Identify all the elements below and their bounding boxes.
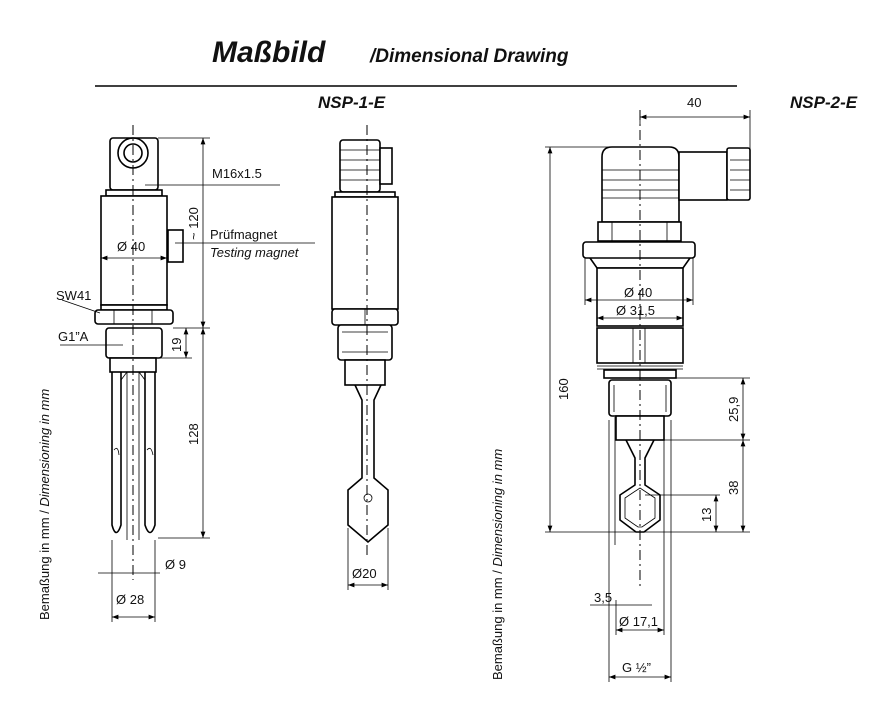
dim-19: 19 [169,338,184,352]
model-label-nsp2: NSP-2-E [790,93,858,112]
dim-38: 38 [726,481,741,495]
label-testing-magnet-de: Prüfmagnet [210,227,278,242]
dim-dia-40: Ø 40 [624,285,652,300]
cable-gland [726,147,751,201]
title-main: Maßbild [212,36,326,69]
nsp1-side-view [331,125,399,590]
connector-head [109,137,159,191]
label-testing-magnet-en: Testing magnet [210,245,300,260]
housing [100,195,168,306]
connector-head [339,139,381,193]
dimension-note-left: Bemaßung in mm / Dimensioning in mm [37,389,52,620]
dim-dia-28: Ø 28 [116,592,144,607]
thread [105,327,163,359]
dim-dia-17-1: Ø 17,1 [619,614,658,629]
dim-dia-40: Ø 40 [117,239,145,254]
dim-dia-20: Ø20 [352,566,377,581]
label-sw41: SW41 [56,288,91,303]
title-sub: /Dimensional Drawing [369,46,569,67]
label-g-half: G ½” [622,660,651,675]
flange [582,241,696,259]
dim-120: ~ 120 [186,207,201,240]
dim-dia-31-5: Ø 31,5 [616,303,655,318]
dim-m16: M16x1.5 [212,166,262,181]
dim-dia-9: Ø 9 [165,557,186,572]
fork-tine-left [111,372,122,534]
nsp2-front-view [545,110,751,682]
dimension-note-right: Bemaßung in mm / Dimensioning in mm [490,449,505,680]
dim-13: 13 [699,508,714,522]
dim-3-5: 3,5 [594,590,612,605]
dim-25-9: 25,9 [726,397,741,422]
dim-160: 160 [556,378,571,400]
housing [331,196,399,310]
dim-40-offset: 40 [687,95,701,110]
dim-128: 128 [186,423,201,445]
model-label-nsp1: NSP-1-E [318,93,386,112]
label-g1a: G1”A [58,329,89,344]
connector-body [678,151,728,201]
testing-magnet [167,229,184,263]
fork-tine-right [144,372,156,534]
nsp1-front-view [60,125,315,622]
paddle [347,384,389,544]
hex-nut [94,309,174,325]
